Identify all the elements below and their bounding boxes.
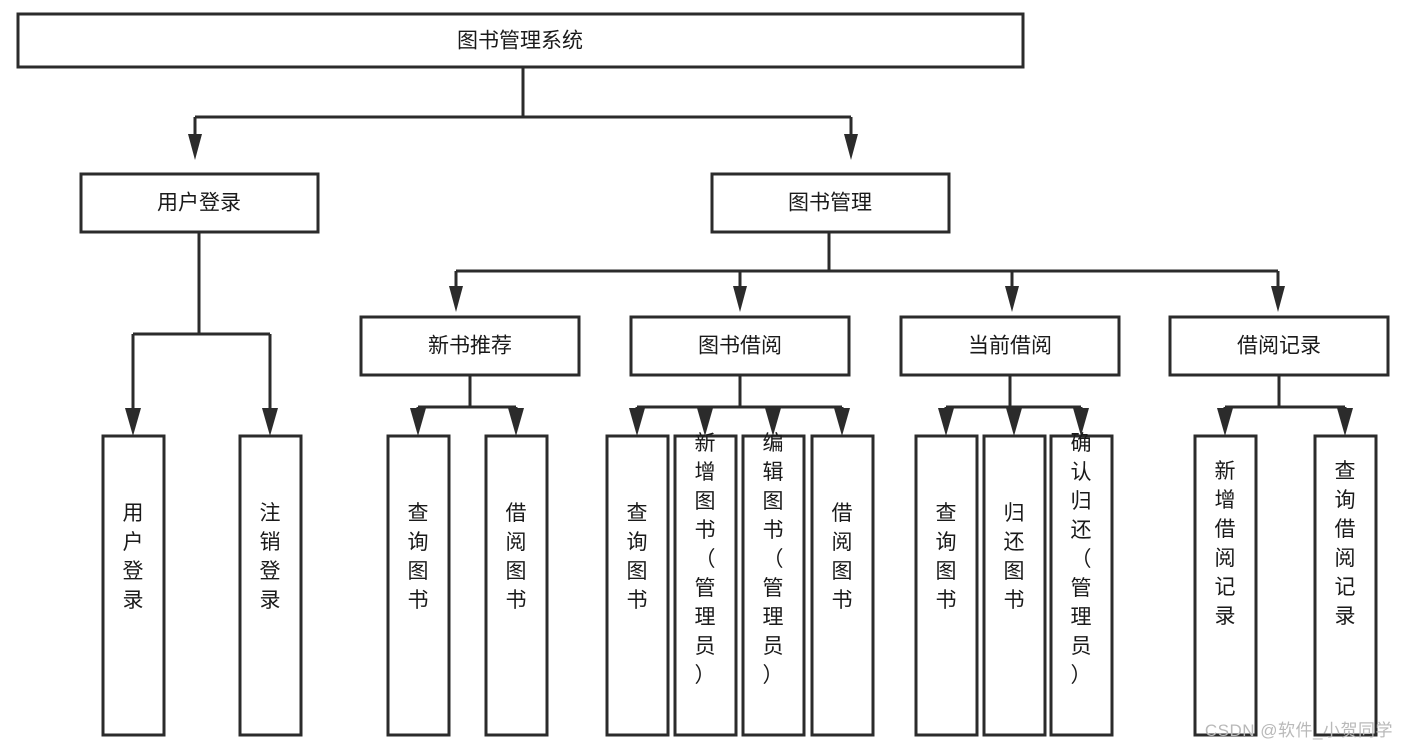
node-root-label: 图书管理系统 [457, 30, 583, 53]
node-user-login-label: 用户登录 [157, 192, 241, 215]
node-borrow-record[interactable]: 借阅记录 [1168, 315, 1390, 377]
leaf-label: 查询图书 [627, 502, 648, 612]
node-borrow-record-label: 借阅记录 [1237, 335, 1321, 358]
node-book-borrow[interactable]: 图书借阅 [629, 315, 851, 377]
leaf-user-login-logout[interactable]: 注销登录 [238, 434, 303, 737]
csdn-watermark: CSDN @软件_小贺同学 [1204, 721, 1393, 740]
leaf-label: 注销登录 [260, 502, 281, 612]
leaf-new-book-query[interactable]: 查询图书 [386, 434, 451, 737]
leaf-user-login-login[interactable]: 用户登录 [101, 434, 166, 737]
connector-bookmgmt-to-level2 [449, 232, 1285, 312]
leaf-new-book-borrow[interactable]: 借阅图书 [484, 434, 549, 737]
node-current-borrow-label: 当前借阅 [968, 335, 1052, 358]
leaf-borrow-record-add[interactable]: 新增借阅记录 [1193, 434, 1258, 737]
leaf-label: 新增图书（管理员） [695, 432, 716, 687]
leaf-label: 确认归还（管理员） [1071, 432, 1092, 687]
node-new-book-recommend[interactable]: 新书推荐 [359, 315, 581, 377]
leaf-book-borrow-borrow[interactable]: 借阅图书 [810, 434, 875, 737]
node-current-borrow[interactable]: 当前借阅 [899, 315, 1121, 377]
connector-currentborrow-to-leaves [938, 375, 1089, 436]
leaf-book-borrow-edit[interactable]: 编辑图书（管理员） [741, 432, 806, 737]
node-new-book-recommend-label: 新书推荐 [428, 335, 512, 358]
node-book-management[interactable]: 图书管理 [710, 172, 951, 234]
leaf-label: 新增借阅记录 [1215, 460, 1236, 628]
leaf-book-borrow-add[interactable]: 新增图书（管理员） [673, 432, 738, 737]
leaf-label: 借阅图书 [506, 502, 527, 612]
leaf-label: 借阅图书 [832, 502, 853, 612]
node-root-library-system[interactable]: 图书管理系统 [16, 12, 1025, 69]
leaf-label: 查询图书 [408, 502, 429, 612]
node-user-login[interactable]: 用户登录 [79, 172, 320, 234]
leaf-label: 查询借阅记录 [1335, 460, 1356, 628]
leaf-label: 用户登录 [123, 502, 144, 612]
leaf-label: 编辑图书（管理员） [763, 432, 784, 687]
leaf-label: 查询图书 [936, 502, 957, 612]
leaf-current-borrow-return[interactable]: 归还图书 [982, 434, 1047, 737]
leaf-book-borrow-query[interactable]: 查询图书 [605, 434, 670, 737]
leaf-current-borrow-confirm[interactable]: 确认归还（管理员） [1049, 432, 1114, 737]
connector-borrowrecord-to-leaves [1217, 375, 1353, 436]
leaf-label: 归还图书 [1004, 502, 1025, 612]
connector-newbook-to-leaves [410, 375, 524, 436]
leaf-current-borrow-query[interactable]: 查询图书 [914, 434, 979, 737]
connector-userlogin-to-leaves [125, 232, 278, 436]
node-book-borrow-label: 图书借阅 [698, 335, 782, 358]
node-book-management-label: 图书管理 [788, 192, 872, 215]
leaf-borrow-record-query[interactable]: 查询借阅记录 [1313, 434, 1378, 737]
connector-root-to-level1 [188, 67, 858, 160]
connector-bookborrow-to-leaves [629, 375, 850, 436]
